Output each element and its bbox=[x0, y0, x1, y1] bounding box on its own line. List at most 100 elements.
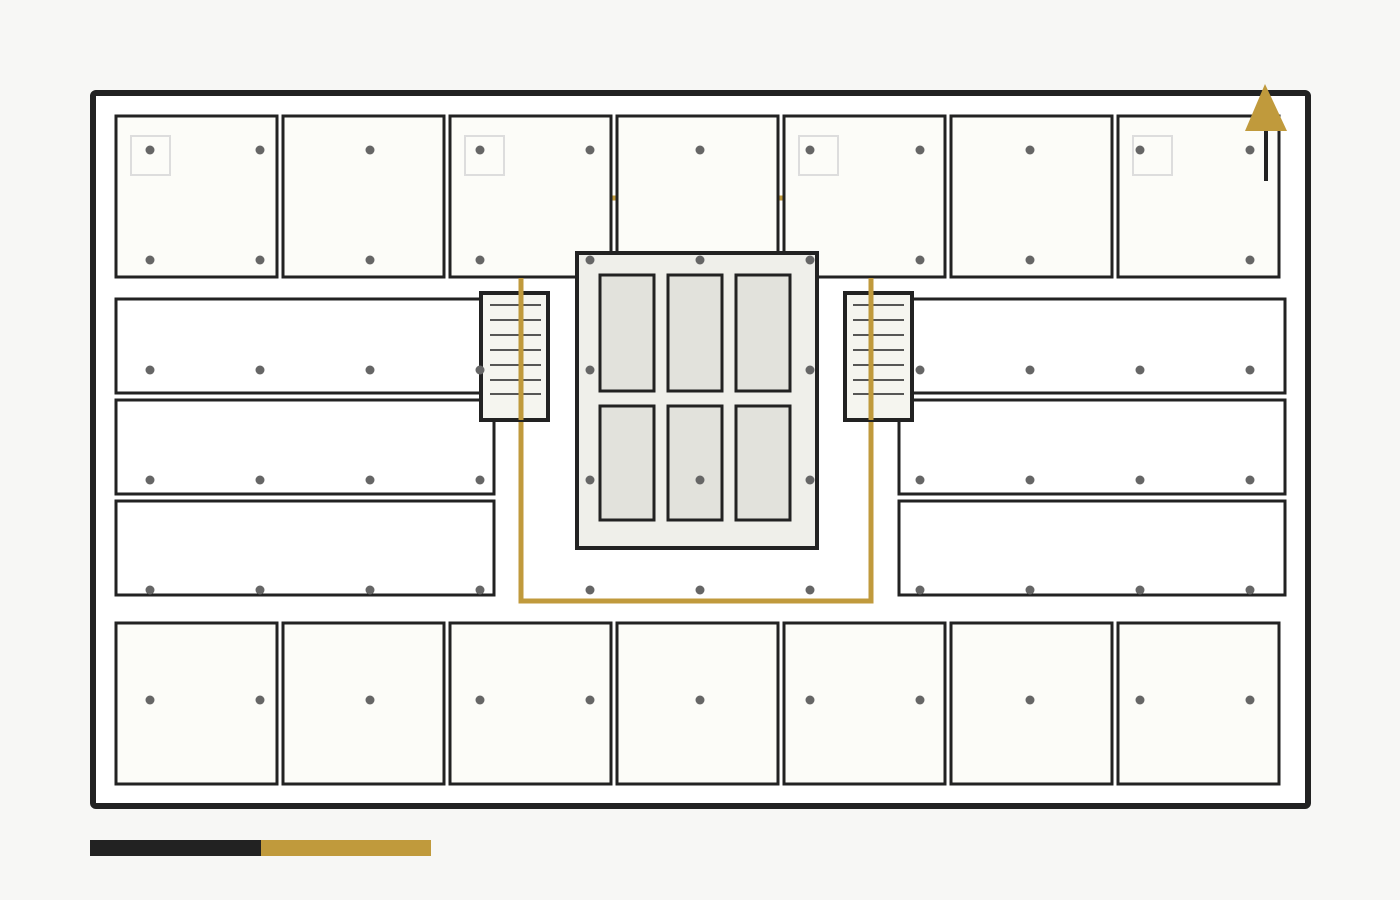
elevator-5[interactable] bbox=[666, 404, 724, 522]
column-dot bbox=[475, 145, 485, 155]
stair-left-outline bbox=[479, 291, 550, 422]
column-dot bbox=[1135, 365, 1145, 375]
room-bottom-2[interactable] bbox=[281, 621, 446, 786]
scale-bar-gold-segment bbox=[261, 840, 431, 856]
column-dot bbox=[145, 145, 155, 155]
column-dot bbox=[585, 365, 595, 375]
bay-left-2[interactable] bbox=[114, 398, 496, 496]
bay-left-1[interactable] bbox=[114, 297, 496, 395]
elevator-4[interactable] bbox=[598, 404, 656, 522]
column-dot bbox=[1245, 255, 1255, 265]
room-bottom-1[interactable] bbox=[114, 621, 279, 786]
column-dot bbox=[805, 695, 815, 705]
column-dot bbox=[145, 695, 155, 705]
column-dot bbox=[915, 365, 925, 375]
column-dot bbox=[1025, 255, 1035, 265]
column-dot bbox=[255, 585, 265, 595]
stair-left[interactable] bbox=[479, 291, 550, 422]
column-dot bbox=[585, 145, 595, 155]
fixture-top-7 bbox=[1132, 135, 1173, 176]
room-top-6[interactable] bbox=[949, 114, 1114, 279]
column-dot bbox=[1025, 145, 1035, 155]
column-dot bbox=[1135, 695, 1145, 705]
column-dot bbox=[695, 695, 705, 705]
room-top-7[interactable] bbox=[1116, 114, 1281, 279]
column-dot bbox=[915, 695, 925, 705]
column-dot bbox=[365, 585, 375, 595]
column-dot bbox=[145, 585, 155, 595]
column-dot bbox=[585, 695, 595, 705]
stair-right[interactable] bbox=[843, 291, 914, 422]
column-dot bbox=[475, 695, 485, 705]
column-dot bbox=[585, 255, 595, 265]
column-dot bbox=[805, 255, 815, 265]
room-top-2[interactable] bbox=[281, 114, 446, 279]
right-bays bbox=[897, 297, 1287, 597]
scale-bar bbox=[90, 840, 431, 856]
column-dot bbox=[365, 475, 375, 485]
room-top-3[interactable] bbox=[448, 114, 613, 279]
fixture-top-5 bbox=[798, 135, 839, 176]
column-dot bbox=[695, 475, 705, 485]
room-top-5[interactable] bbox=[782, 114, 947, 279]
left-bays bbox=[114, 297, 496, 597]
column-dot bbox=[255, 695, 265, 705]
column-dot bbox=[1025, 695, 1035, 705]
column-dot bbox=[1245, 145, 1255, 155]
column-dot bbox=[585, 475, 595, 485]
column-dot bbox=[1135, 585, 1145, 595]
column-dot bbox=[365, 255, 375, 265]
column-dot bbox=[1245, 695, 1255, 705]
column-dot bbox=[1245, 365, 1255, 375]
room-bottom-3[interactable] bbox=[448, 621, 613, 786]
column-dot bbox=[1135, 145, 1145, 155]
bay-right-1[interactable] bbox=[897, 297, 1287, 395]
bay-left-3[interactable] bbox=[114, 499, 496, 597]
column-dot bbox=[695, 585, 705, 595]
fixture-top-1 bbox=[130, 135, 171, 176]
column-dot bbox=[1025, 475, 1035, 485]
column-grid bbox=[145, 145, 1255, 705]
stair-right-outline bbox=[843, 291, 914, 422]
column-dot bbox=[145, 475, 155, 485]
elevator-1[interactable] bbox=[598, 273, 656, 393]
column-dot bbox=[475, 365, 485, 375]
column-dot bbox=[1245, 585, 1255, 595]
column-dot bbox=[475, 255, 485, 265]
room-fixtures bbox=[130, 135, 1173, 176]
column-dot bbox=[255, 365, 265, 375]
column-dot bbox=[145, 255, 155, 265]
column-dot bbox=[1025, 365, 1035, 375]
scale-bar-dark-segment bbox=[90, 840, 261, 856]
column-dot bbox=[475, 585, 485, 595]
column-dot bbox=[255, 145, 265, 155]
column-dot bbox=[1025, 585, 1035, 595]
column-dot bbox=[695, 145, 705, 155]
stair-left-treads bbox=[490, 304, 541, 395]
top-rooms bbox=[114, 114, 1281, 279]
column-dot bbox=[915, 585, 925, 595]
column-dot bbox=[805, 145, 815, 155]
column-dot bbox=[805, 475, 815, 485]
column-dot bbox=[1135, 475, 1145, 485]
column-dot bbox=[915, 255, 925, 265]
column-dot bbox=[915, 475, 925, 485]
service-route bbox=[518, 278, 874, 604]
stair-right-treads bbox=[853, 304, 904, 395]
column-dot bbox=[585, 585, 595, 595]
column-dot bbox=[695, 255, 705, 265]
elevator-6[interactable] bbox=[734, 404, 792, 522]
column-dot bbox=[915, 145, 925, 155]
column-dot bbox=[145, 365, 155, 375]
elevator-2[interactable] bbox=[666, 273, 724, 393]
column-dot bbox=[475, 475, 485, 485]
bay-right-3[interactable] bbox=[897, 499, 1287, 597]
elevator-3[interactable] bbox=[734, 273, 792, 393]
fixture-top-3 bbox=[464, 135, 505, 176]
room-top-1[interactable] bbox=[114, 114, 279, 279]
column-dot bbox=[365, 145, 375, 155]
column-dot bbox=[365, 695, 375, 705]
bay-right-2[interactable] bbox=[897, 398, 1287, 496]
